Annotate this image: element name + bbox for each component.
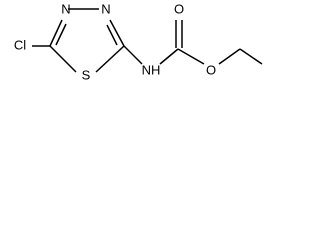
atom-amide-nh: NH (142, 62, 161, 77)
bond-c2-s1 (95, 45, 125, 73)
bond-nh-carbonyl (159, 48, 179, 65)
bond-c2-nh (123, 45, 143, 65)
chemical-structure: Cl N N S NH O O (14, 1, 263, 82)
bond-c5-s1 (49, 45, 77, 73)
bond-n3-c2 (109, 19, 125, 47)
atom-carbonyl-oxygen: O (174, 1, 184, 16)
atom-chlorine: Cl (14, 37, 26, 52)
bond-ch2-ch3 (239, 48, 263, 65)
atom-sulfur: S (82, 67, 91, 82)
bond-carbonyl-ester-o (177, 48, 205, 65)
bond-ester-o-ch2 (218, 48, 241, 65)
bond-c5-n4 (49, 19, 63, 47)
atom-ring-nitrogen-right: N (101, 1, 110, 16)
atom-ring-nitrogen-left: N (61, 1, 70, 16)
bond-c5-n4-inner (55, 23, 67, 46)
atom-ester-oxygen: O (206, 62, 216, 77)
bond-n3-c2-inner (106, 24, 118, 46)
